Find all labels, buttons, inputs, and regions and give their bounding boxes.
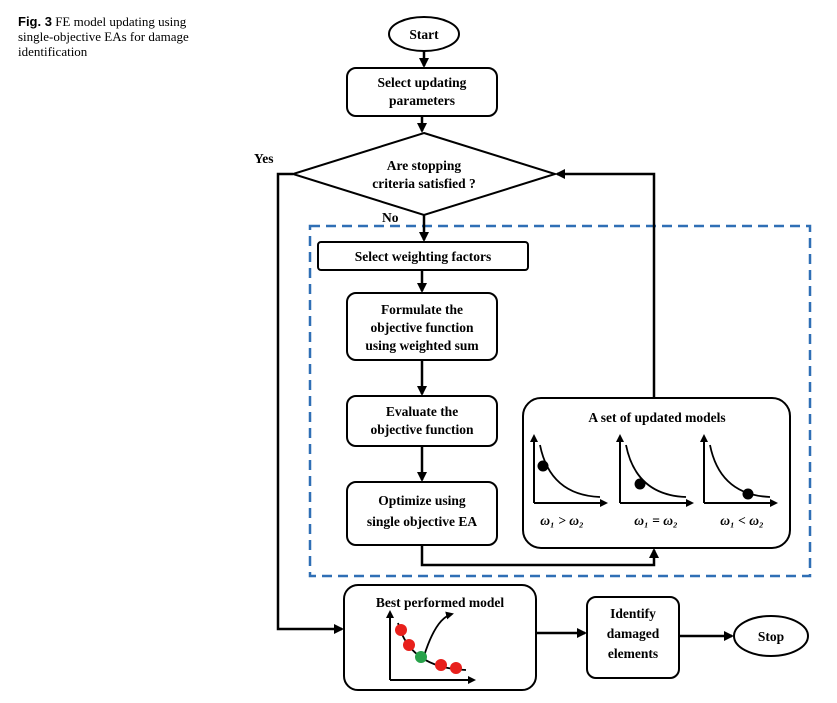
optimize-box: Optimize using single objective EA — [346, 481, 498, 546]
figure-label: Fig. 3 — [18, 14, 52, 29]
evaluate-line2: objective function — [370, 422, 474, 437]
weighted-sum-region — [308, 224, 812, 578]
start-node: Start — [388, 16, 460, 52]
formulate-line1: Formulate the — [381, 302, 463, 317]
select-parameters-box: Select updating parameters — [346, 67, 498, 117]
figure-caption: Fig. 3 FE model updating using single-ob… — [18, 14, 218, 59]
stopping-criteria-decision: Are stopping criteria satisfied ? — [289, 131, 559, 217]
pareto-point — [395, 624, 407, 636]
pareto-plot — [386, 610, 476, 684]
formulate-line2: objective function — [370, 320, 474, 335]
updated-models-title: A set of updated models — [588, 410, 725, 425]
connector-arrows — [276, 51, 734, 641]
yes-label: Yes — [254, 151, 274, 166]
best-point — [415, 651, 427, 663]
evaluate-line1: Evaluate the — [386, 404, 458, 419]
identify-box: Identify damaged elements — [586, 596, 680, 679]
start-label: Start — [409, 27, 439, 42]
select-weighting-box: Select weighting factors — [317, 241, 529, 271]
pareto-point — [435, 659, 447, 671]
select-weighting-label: Select weighting factors — [355, 249, 491, 264]
stop-label: Stop — [758, 629, 784, 644]
optimize-line1: Optimize using — [378, 493, 466, 508]
best-model-title: Best performed model — [376, 595, 504, 610]
identify-line1: Identify — [610, 606, 656, 621]
condition-1: ω₁ > ω₂ — [540, 513, 584, 528]
decision-line2: criteria satisfied ? — [372, 176, 475, 191]
updated-models-box: A set of updated models ω₁ > ω₂ ω₁ = ω₂ … — [522, 397, 791, 549]
condition-3: ω₁ < ω₂ — [720, 513, 764, 528]
pareto-point — [450, 662, 462, 674]
mini-plot-2 — [616, 434, 694, 507]
stop-node: Stop — [733, 615, 809, 657]
optimize-line2: single objective EA — [367, 514, 477, 529]
condition-2: ω₁ = ω₂ — [634, 513, 678, 528]
pareto-point — [403, 639, 415, 651]
select-parameters-line1: Select updating — [378, 75, 467, 90]
mini-plot-3 — [700, 434, 778, 507]
evaluate-box: Evaluate the objective function — [346, 395, 498, 447]
identify-line3: elements — [608, 646, 658, 661]
formulate-line3: using weighted sum — [365, 338, 479, 353]
formulate-box: Formulate the objective function using w… — [346, 292, 498, 361]
decision-line1: Are stopping — [387, 158, 462, 173]
identify-line2: damaged — [607, 626, 660, 641]
best-model-box: Best performed model — [343, 584, 537, 691]
figure-caption-text: FE model updating using single-objective… — [18, 14, 189, 59]
mini-plot-1 — [530, 434, 608, 507]
no-label: No — [382, 210, 399, 225]
select-parameters-line2: parameters — [389, 93, 455, 108]
